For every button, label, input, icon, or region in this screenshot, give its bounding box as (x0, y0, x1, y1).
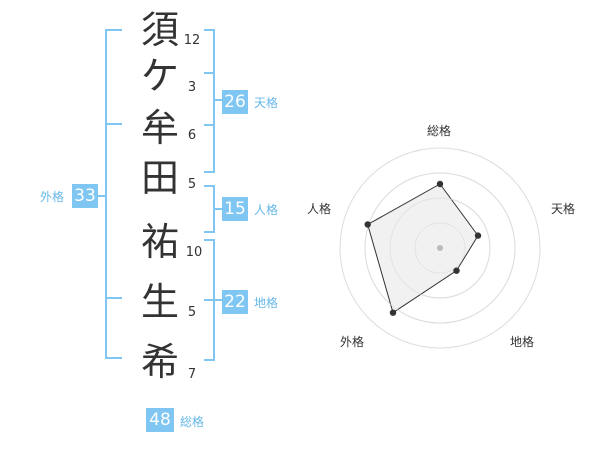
radar-point-3 (389, 309, 397, 316)
name-char-2: ケ (140, 54, 179, 98)
stroke-count-7: 7 (187, 367, 197, 382)
name-char-6: 生 (140, 280, 179, 324)
stroke-count-5: 10 (185, 245, 203, 260)
stroke-count-3: 6 (187, 128, 197, 143)
chikaku-label: 地格 (254, 296, 279, 310)
radar-label-jinkaku: 人格 (307, 202, 332, 216)
radar-ring-overlay-1 (414, 222, 466, 274)
radar-ring-overlay-3 (364, 172, 516, 324)
name-char-1: 須 (140, 8, 179, 52)
tenkaku-label: 天格 (254, 96, 279, 110)
gaikaku-bracket (105, 29, 122, 359)
radar-point-0 (436, 180, 444, 188)
gaikaku-label: 外格 (40, 190, 65, 204)
stroke-count-4: 5 (187, 177, 197, 192)
radar-polygon (367, 183, 479, 314)
radar-point-2 (453, 267, 460, 274)
stroke-count-6: 5 (187, 305, 197, 320)
soukaku-value: 48 (146, 408, 174, 432)
radar-point-4 (364, 221, 371, 228)
tenkaku-value: 26 (222, 90, 248, 114)
name-char-3: 牟 (140, 106, 179, 150)
radar-center-dot (437, 245, 443, 251)
radar-label-tenkaku: 天格 (551, 202, 576, 216)
jinkaku-label: 人格 (254, 203, 279, 217)
radar-label-chikaku: 地格 (510, 335, 535, 349)
stroke-count-1: 12 (183, 33, 201, 48)
radar-label-gaikaku: 外格 (340, 335, 365, 349)
radar-ring-overlay-2 (389, 197, 491, 299)
name-char-7: 希 (140, 340, 179, 384)
name-char-4: 田 (140, 156, 179, 200)
chikaku-value: 22 (222, 290, 248, 314)
radar-point-1 (474, 232, 482, 239)
radar-label-soukaku: 総格 (427, 124, 452, 138)
gaikaku-value: 33 (72, 184, 98, 208)
jinkaku-value: 15 (222, 197, 248, 221)
soukaku-label: 総格 (180, 415, 205, 429)
name-char-5: 祐 (140, 220, 179, 264)
stroke-count-2: 3 (187, 80, 197, 95)
